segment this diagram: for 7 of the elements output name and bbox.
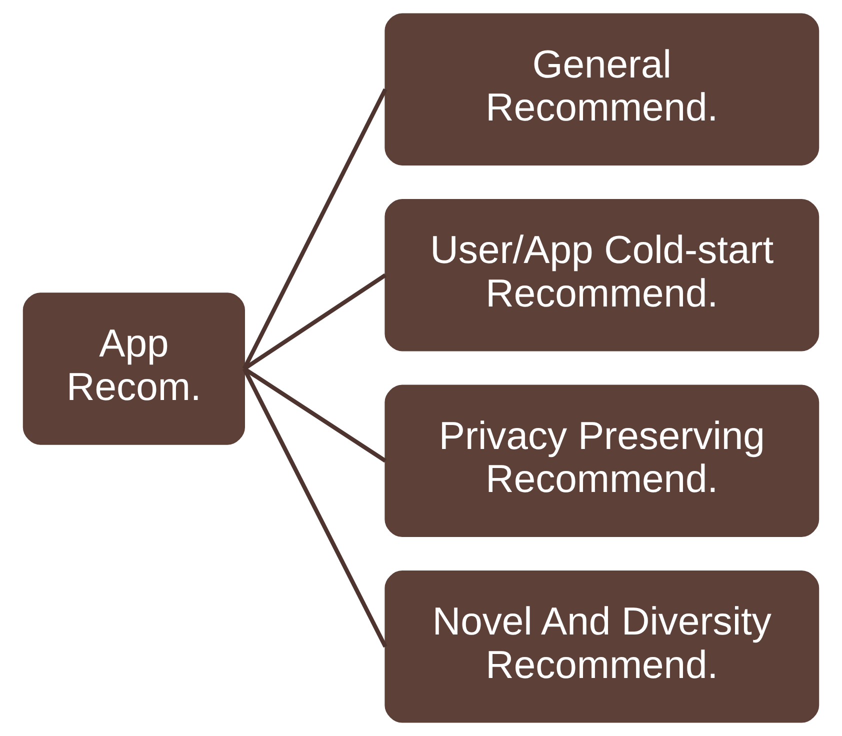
node-box: Novel And Diversity Recommend.	[384, 570, 820, 723]
node-box: User/App Cold-start Recommend.	[384, 198, 820, 352]
node-box: Privacy Preserving Recommend.	[384, 384, 820, 538]
connector	[242, 368, 388, 648]
node-box: App Recom.	[22, 292, 245, 445]
connector	[242, 88, 388, 370]
node-box: General Recommend.	[384, 13, 820, 166]
